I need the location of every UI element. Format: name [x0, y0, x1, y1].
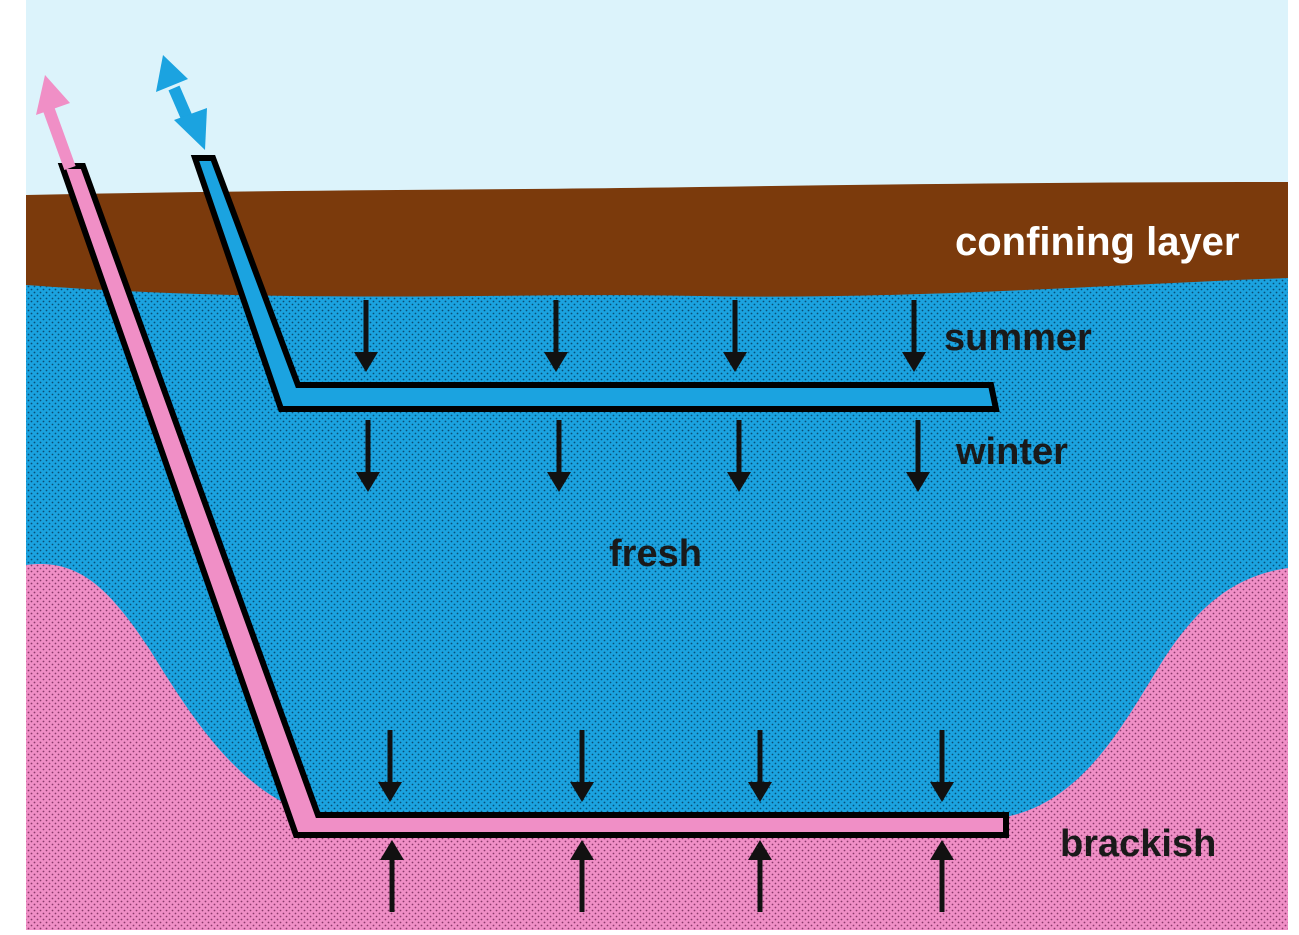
summer-down-arrow-icon-4-head: [902, 352, 926, 372]
fresh-well-arrow-head-down: [174, 108, 207, 150]
brackish-up-arrow-icon-2-head: [570, 840, 594, 860]
winter-flow-arrows: [356, 420, 930, 492]
fresh-down-arrow-icon-4-head: [930, 782, 954, 802]
brackish-well-arrow-head: [36, 75, 70, 115]
brackish-up-arrow-icon-1-head: [380, 840, 404, 860]
summer-down-arrow-icon-1-head: [354, 352, 378, 372]
sky: [26, 0, 1288, 200]
fresh-aquifer: [26, 260, 1288, 930]
fresh-down-arrow-icon-3-head: [748, 782, 772, 802]
brackish-well-flow-arrow: [36, 75, 76, 171]
brackish-zone: [26, 564, 1288, 930]
fresh-well-flow-arrow: [156, 55, 207, 150]
brackish-label: brackish: [1060, 823, 1217, 865]
winter-down-arrow-icon-1-head: [356, 472, 380, 492]
fresh-downflow-arrows: [378, 730, 954, 802]
winter-down-arrow-icon-3-head: [727, 472, 751, 492]
summer-down-arrow-icon-3-head: [723, 352, 747, 372]
fresh-well-pipe: [190, 155, 1000, 412]
brackish-well-pipe: [57, 163, 1009, 838]
summer-flow-arrows: [354, 300, 926, 372]
winter-down-arrow-icon-2-head: [547, 472, 571, 492]
brackish-up-arrow-icon-4-head: [930, 840, 954, 860]
fresh-down-arrow-icon-2-head: [570, 782, 594, 802]
winter-label: winter: [956, 431, 1068, 473]
fresh-well-arrow-head-up: [156, 55, 188, 92]
winter-down-arrow-icon-4-head: [906, 472, 930, 492]
fresh-down-arrow-icon-1-head: [378, 782, 402, 802]
summer-down-arrow-icon-2-head: [544, 352, 568, 372]
confining-layer-label: confining layer: [955, 220, 1240, 264]
confining-layer: [26, 182, 1288, 297]
brackish-up-arrow-icon-3-head: [748, 840, 772, 860]
brackish-well-arrow-shaft: [43, 107, 76, 171]
fresh-label: fresh: [609, 533, 702, 575]
summer-label: summer: [944, 317, 1092, 359]
brackish-upflow-arrows: [380, 840, 954, 912]
